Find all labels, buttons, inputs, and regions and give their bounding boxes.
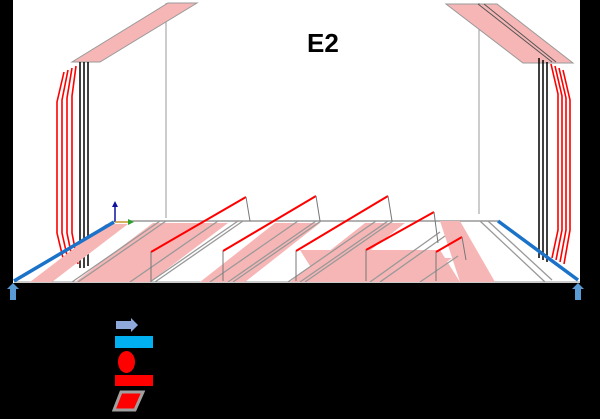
support-line-icon	[115, 336, 153, 348]
support-line-left	[13, 220, 115, 283]
coordinate-axes	[112, 201, 134, 225]
legend	[0, 300, 600, 419]
top-slab-right-edge	[477, 3, 553, 63]
right-wall-rebar-red	[550, 63, 571, 265]
load-arrow-left	[7, 283, 19, 300]
support-line-right	[496, 219, 580, 282]
right-wall-rebar-black	[538, 58, 548, 262]
top-slab-right	[444, 3, 575, 64]
top-slab-right-edge	[483, 3, 557, 63]
rebar-line-icon	[115, 375, 153, 386]
slab-parallelogram-icon	[112, 390, 146, 412]
floor-stiffeners	[71, 220, 553, 283]
rib-verticals	[150, 195, 467, 281]
rib-rebar	[150, 195, 463, 253]
structural-diagram	[7, 2, 584, 300]
top-slab-left	[70, 2, 199, 63]
left-wall-rebar-black	[79, 62, 89, 268]
left-wall-rebar-red	[56, 65, 79, 265]
load-arrow-icon	[116, 318, 138, 332]
node-ellipse-icon	[118, 351, 135, 373]
diagram-title: E2	[307, 28, 339, 58]
load-arrow-right	[572, 283, 584, 300]
